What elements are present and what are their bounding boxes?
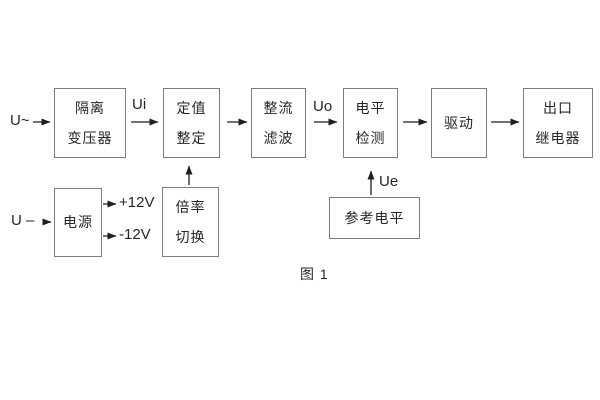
block-label: 继电器 [535,129,581,146]
block-label: 滤波 [263,129,294,146]
block-power-supply: 电源 [54,188,102,257]
block-label: 倍率 [175,199,206,216]
signal-uo-label: Uo [313,98,333,115]
block-label: 电平 [355,100,386,117]
block-label: 切换 [175,228,206,245]
block-label: 参考电平 [344,209,405,226]
block-drive: 驱动 [431,88,487,158]
block-rectifier-filter: 整流 滤波 [251,88,306,158]
ac-input-label: U~ [10,112,30,129]
signal-ue-label: Ue [379,173,399,190]
signal-ui-label: Ui [132,96,147,113]
block-setting-adjustment: 定值 整定 [163,88,220,158]
block-label: 定值 [176,100,207,117]
block-reference-level: 参考电平 [329,197,420,239]
dc-input-label: U – [11,212,35,229]
block-label: 检测 [355,129,386,146]
block-label: 整定 [176,129,207,146]
rail-negative-label: -12V [119,226,151,243]
block-label: 驱动 [444,114,474,131]
figure-caption: 图 1 [300,266,329,282]
block-label: 变压器 [67,129,113,146]
block-label: 电源 [63,214,93,231]
block-label: 隔离 [75,100,105,117]
block-level-detection: 电平 检测 [343,88,398,158]
rail-positive-label: +12V [119,194,155,211]
block-ratio-switching: 倍率 切换 [162,187,219,257]
block-isolation-transformer: 隔离 变压器 [54,88,126,158]
block-label: 整流 [263,100,294,117]
block-label: 出口 [543,100,573,117]
block-output-relay: 出口 继电器 [523,88,593,158]
